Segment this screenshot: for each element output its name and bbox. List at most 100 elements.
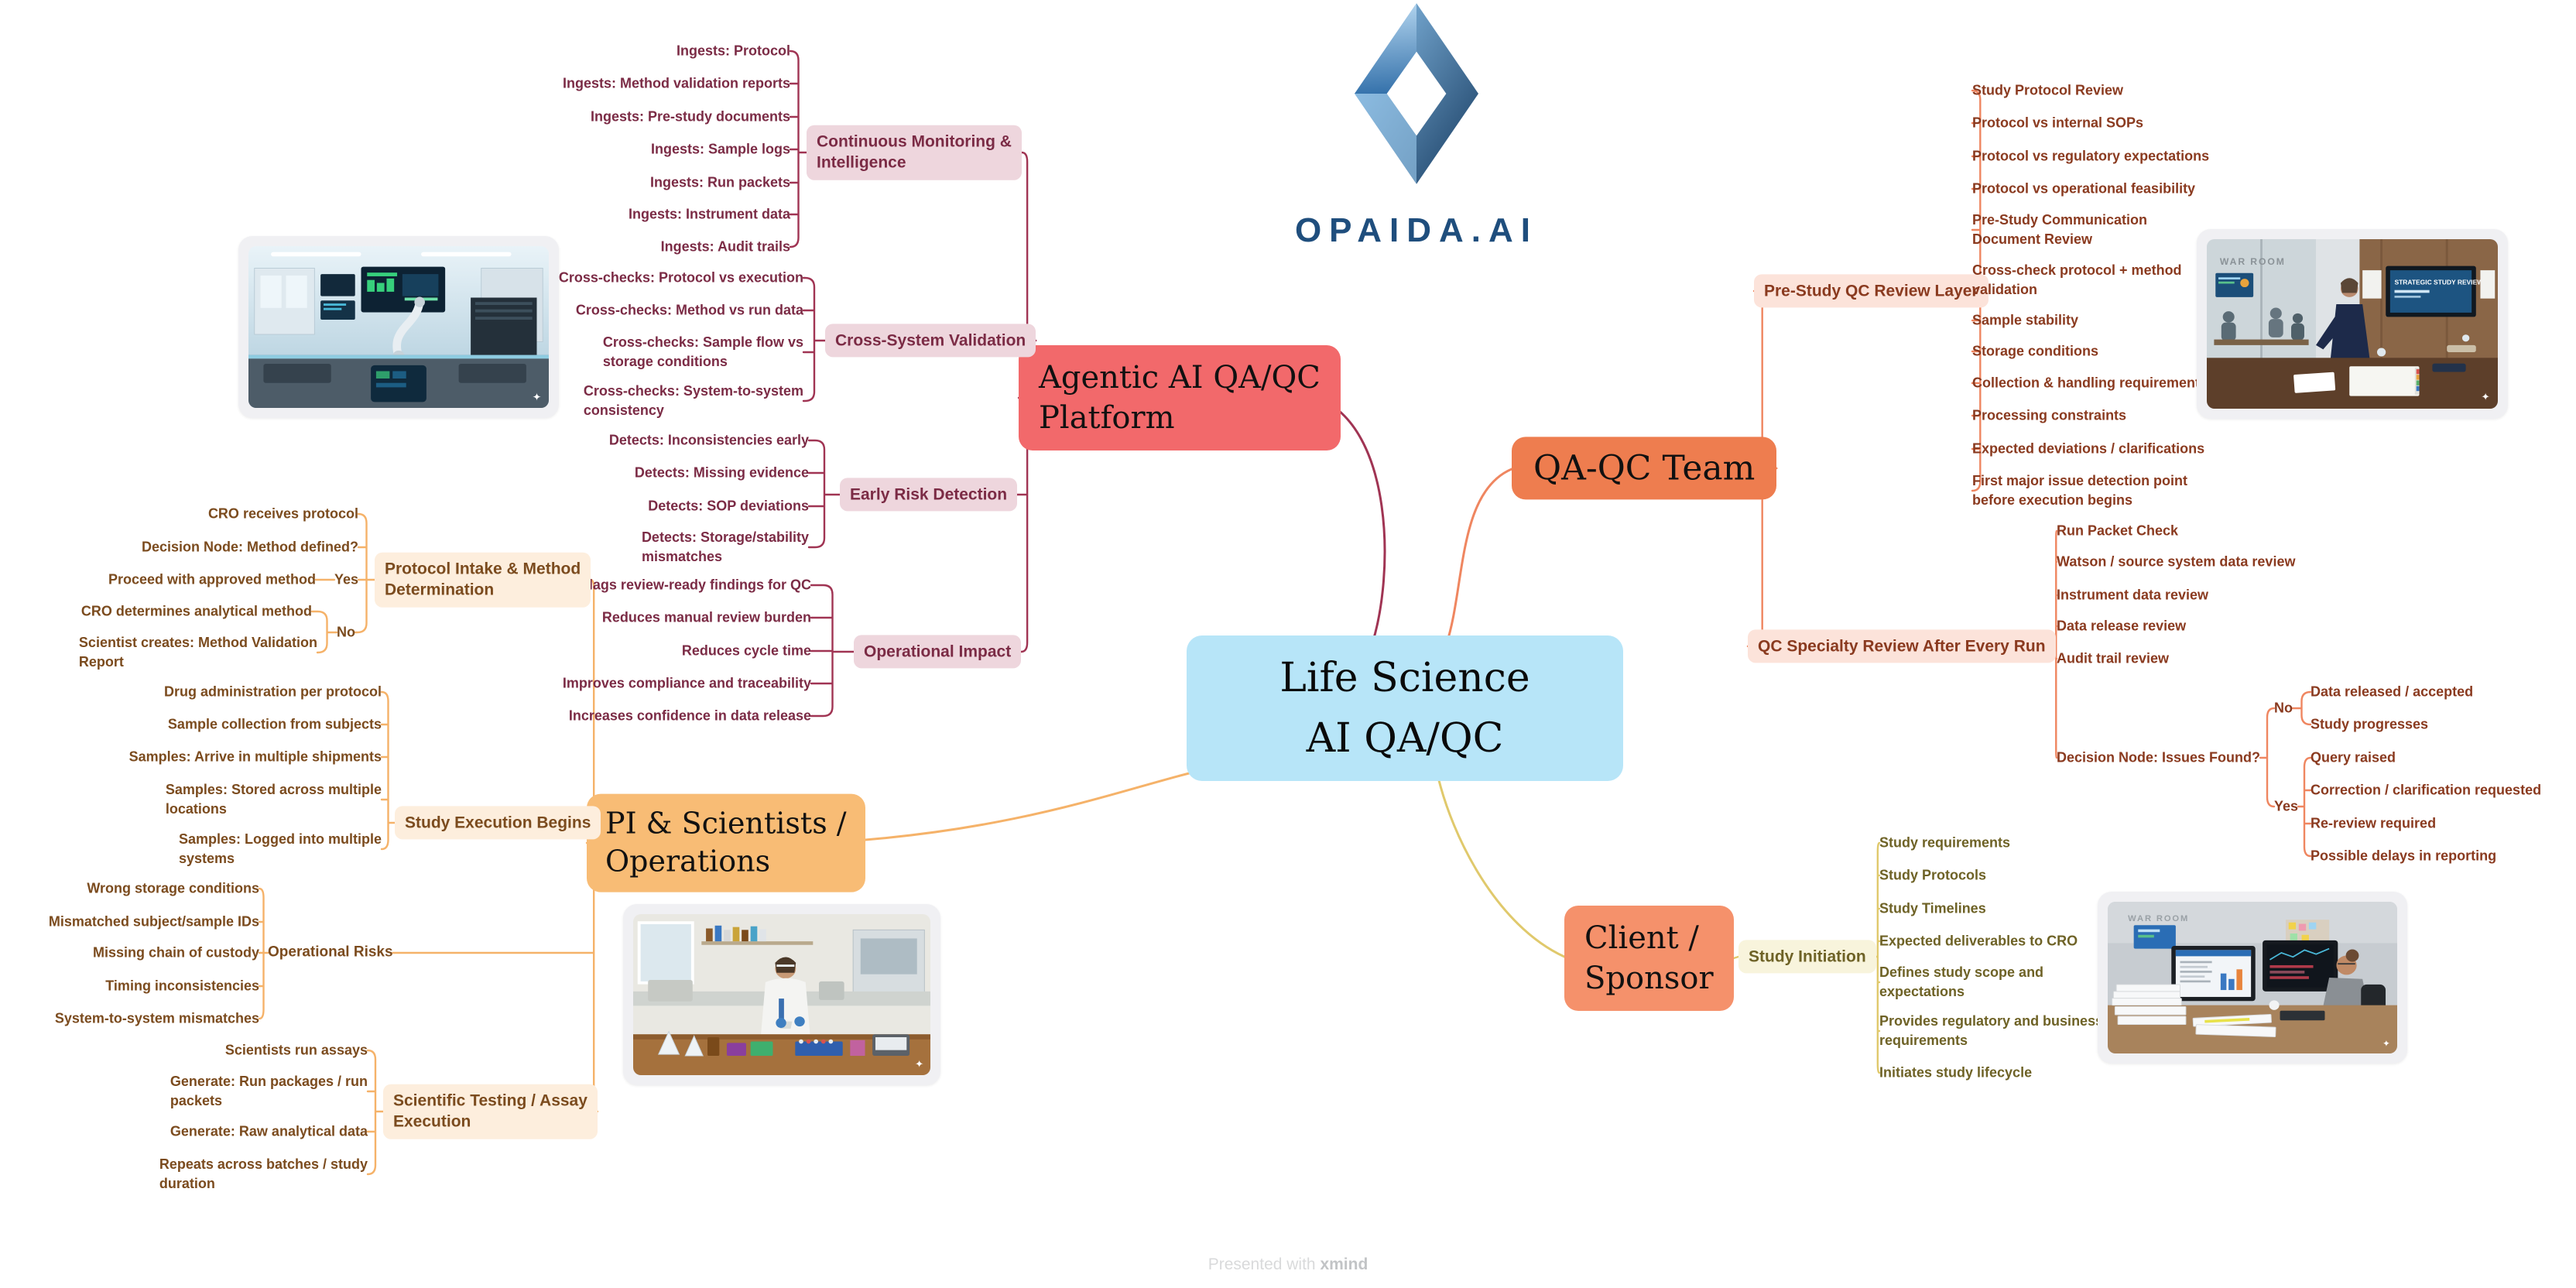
leaf-instrument-data-review[interactable]: Instrument data review [2057, 587, 2209, 603]
leaf-protocol-vs-feasibility[interactable]: Protocol vs operational feasibility [1972, 180, 2196, 197]
subtopic-cross-system-validation[interactable]: Cross-System Validation [825, 324, 1036, 358]
photo-automated-lab[interactable]: ✦ [238, 236, 559, 418]
leaf-sample-stability[interactable]: Sample stability [1972, 312, 2079, 328]
leaf-system-mismatches[interactable]: System-to-system mismatches [54, 1010, 259, 1026]
topic-client-sponsor[interactable]: Client / Sponsor [1564, 906, 1734, 1011]
leaf-watson-data-review[interactable]: Watson / source system data review [2057, 553, 2296, 570]
leaf-protocol-vs-regulatory[interactable]: Protocol vs regulatory expectations [1972, 148, 2210, 164]
leaf-improves-compliance[interactable]: Improves compliance and traceability [562, 675, 811, 691]
subtopic-operational-impact[interactable]: Operational Impact [854, 635, 1022, 669]
leaf-run-packet-check[interactable]: Run Packet Check [2057, 522, 2179, 539]
subtopic-study-execution[interactable]: Study Execution Begins [395, 806, 601, 840]
leaf-reduces-cycle-time[interactable]: Reduces cycle time [681, 642, 811, 659]
subtopic-protocol-intake[interactable]: Protocol Intake & Method Determination [375, 552, 591, 608]
leaf-first-issue-detection[interactable]: First major issue detection point before… [1972, 473, 2188, 508]
subtopic-operational-risks[interactable]: Operational Risks [268, 944, 393, 961]
leaf-study-timelines[interactable]: Study Timelines [1879, 900, 1986, 916]
leaf-increases-confidence[interactable]: Increases confidence in data release [568, 707, 811, 724]
leaf-scientist-creates-mvr[interactable]: Scientist creates: Method Validation Rep… [78, 635, 317, 670]
leaf-mismatched-ids[interactable]: Mismatched subject/sample IDs [48, 913, 259, 930]
leaf-samples-logged[interactable]: Samples: Logged into multiple systems [178, 831, 382, 866]
leaf-scientists-run-assays[interactable]: Scientists run assays [224, 1042, 368, 1058]
branch-yes-label[interactable]: Yes [334, 571, 358, 587]
topic-pi-scientists[interactable]: PI & Scientists / Operations [587, 793, 865, 892]
leaf-decision-method-defined[interactable]: Decision Node: Method defined? [141, 539, 358, 555]
leaf-data-release-review[interactable]: Data release review [2057, 618, 2187, 634]
meeting-room-illustration: WAR ROOM STRATEGIC STUDY REVIEW ✦ [2207, 239, 2498, 409]
leaf-defines-scope[interactable]: Defines study scope and expectations [1879, 964, 2044, 999]
leaf-study-progresses[interactable]: Study progresses [2311, 716, 2429, 732]
leaf-rereview-required[interactable]: Re-review required [2311, 815, 2437, 831]
leaf-crosscheck-system-consistency[interactable]: Cross-checks: System-to-system consisten… [583, 383, 803, 418]
leaf-prestudy-communication[interactable]: Pre-Study Communication Document Review [1972, 212, 2148, 247]
leaf-protocol-vs-sops[interactable]: Protocol vs internal SOPs [1972, 115, 2144, 131]
leaf-detects-inconsistencies[interactable]: Detects: Inconsistencies early [608, 432, 809, 448]
leaf-cro-receives-protocol[interactable]: CRO receives protocol [207, 505, 358, 522]
leaf-crosscheck-method-rundata[interactable]: Cross-checks: Method vs run data [575, 302, 803, 318]
leaf-reduces-review-burden[interactable]: Reduces manual review burden [601, 609, 811, 625]
photo-scientist-bench[interactable]: ✦ [623, 904, 940, 1085]
topic-qaqc-team[interactable]: QA-QC Team [1512, 437, 1777, 500]
leaf-data-released[interactable]: Data released / accepted [2311, 683, 2474, 700]
leaf-expected-deviations[interactable]: Expected deviations / clarifications [1972, 440, 2205, 457]
connector [810, 584, 855, 718]
leaf-detects-storage-mismatch[interactable]: Detects: Storage/stability mismatches [641, 529, 809, 564]
connector [392, 578, 602, 1113]
leaf-provides-regulatory[interactable]: Provides regulatory and business require… [1879, 1013, 2104, 1048]
leaf-ingests-audit-trails[interactable]: Ingests: Audit trails [660, 238, 790, 255]
leaf-timing-inconsistencies[interactable]: Timing inconsistencies [105, 978, 259, 994]
leaf-generate-run-packages[interactable]: Generate: Run packages / run packets [170, 1074, 368, 1108]
leaf-ingests-run-packets[interactable]: Ingests: Run packets [649, 174, 790, 190]
leaf-audit-trail-review[interactable]: Audit trail review [2057, 650, 2170, 666]
leaf-wrong-storage[interactable]: Wrong storage conditions [87, 880, 259, 896]
leaf-detects-missing-evidence[interactable]: Detects: Missing evidence [634, 464, 809, 481]
topic-agentic-platform[interactable]: Agentic AI QA/QC Platform [1019, 345, 1341, 450]
photo-qc-analyst-office[interactable]: WAR ROOM ✦ [2098, 892, 2407, 1064]
subtopic-continuous-monitoring[interactable]: Continuous Monitoring & Intelligence [807, 125, 1022, 180]
leaf-ingests-protocol[interactable]: Ingests: Protocol [676, 43, 790, 59]
leaf-storage-conditions[interactable]: Storage conditions [1972, 343, 2099, 359]
sparkle-icon: ✦ [915, 1058, 923, 1070]
slide-title: STRATEGIC STUDY REVIEW [2395, 279, 2484, 286]
leaf-processing-constraints[interactable]: Processing constraints [1972, 407, 2127, 423]
leaf-ingests-method-validation[interactable]: Ingests: Method validation reports [562, 75, 790, 91]
leaf-flags-findings[interactable]: Flags review-ready findings for QC [580, 577, 811, 593]
leaf-crosscheck-sample-flow[interactable]: Cross-checks: Sample flow vs storage con… [602, 334, 803, 369]
leaf-cro-determines-method[interactable]: CRO determines analytical method [80, 603, 312, 619]
lab-scientist-illustration: ✦ [633, 914, 930, 1075]
branch-yes-label[interactable]: Yes [2274, 798, 2299, 814]
leaf-initiates-lifecycle[interactable]: Initiates study lifecycle [1879, 1064, 2033, 1081]
leaf-ingests-instrument-data[interactable]: Ingests: Instrument data [628, 206, 790, 222]
leaf-crosscheck-protocol-execution[interactable]: Cross-checks: Protocol vs execution [558, 269, 803, 286]
leaf-detects-sop-deviations[interactable]: Detects: SOP deviations [648, 498, 809, 514]
leaf-collection-handling[interactable]: Collection & handling requirements [1972, 375, 2208, 391]
leaf-generate-raw-data[interactable]: Generate: Raw analytical data [170, 1123, 368, 1139]
leaf-ingests-prestudy-docs[interactable]: Ingests: Pre-study documents [590, 108, 790, 125]
leaf-crosscheck-protocol-method[interactable]: Cross-check protocol + method validation [1972, 262, 2182, 297]
leaf-ingests-sample-logs[interactable]: Ingests: Sample logs [650, 141, 790, 157]
subtopic-prestudy-qc-review[interactable]: Pre-Study QC Review Layer [1754, 274, 1989, 308]
subtopic-scientific-testing[interactable]: Scientific Testing / Assay Execution [383, 1084, 598, 1139]
leaf-proceed-approved-method[interactable]: Proceed with approved method [108, 571, 316, 587]
subtopic-qc-specialty-review[interactable]: QC Specialty Review After Every Run [1748, 629, 2056, 663]
leaf-samples-shipments[interactable]: Samples: Arrive in multiple shipments [128, 748, 382, 765]
subtopic-early-risk-detection[interactable]: Early Risk Detection [840, 478, 1018, 512]
branch-no-label[interactable]: No [2274, 700, 2293, 716]
leaf-query-raised[interactable]: Query raised [2311, 749, 2396, 766]
leaf-decision-issues-found[interactable]: Decision Node: Issues Found? [2057, 749, 2261, 766]
leaf-repeats-batches[interactable]: Repeats across batches / study duration [159, 1156, 368, 1191]
central-topic[interactable]: Life Science AI QA/QC [1187, 635, 1623, 781]
photo-war-room-meeting[interactable]: WAR ROOM STRATEGIC STUDY REVIEW ✦ [2197, 229, 2508, 419]
branch-no-label[interactable]: No [337, 624, 355, 640]
leaf-samples-stored[interactable]: Samples: Stored across multiple location… [165, 782, 382, 817]
leaf-study-protocols[interactable]: Study Protocols [1879, 867, 1987, 883]
leaf-drug-administration[interactable]: Drug administration per protocol [163, 683, 382, 700]
leaf-correction-requested[interactable]: Correction / clarification requested [2311, 782, 2542, 798]
leaf-study-requirements[interactable]: Study requirements [1879, 834, 2011, 851]
leaf-sample-collection[interactable]: Sample collection from subjects [167, 716, 382, 732]
leaf-missing-custody[interactable]: Missing chain of custody [92, 944, 259, 961]
leaf-study-protocol-review[interactable]: Study Protocol Review [1972, 82, 2124, 98]
subtopic-study-initiation[interactable]: Study Initiation [1738, 940, 1876, 974]
leaf-expected-deliverables[interactable]: Expected deliverables to CRO [1879, 933, 2078, 949]
leaf-possible-delays[interactable]: Possible delays in reporting [2311, 848, 2497, 864]
